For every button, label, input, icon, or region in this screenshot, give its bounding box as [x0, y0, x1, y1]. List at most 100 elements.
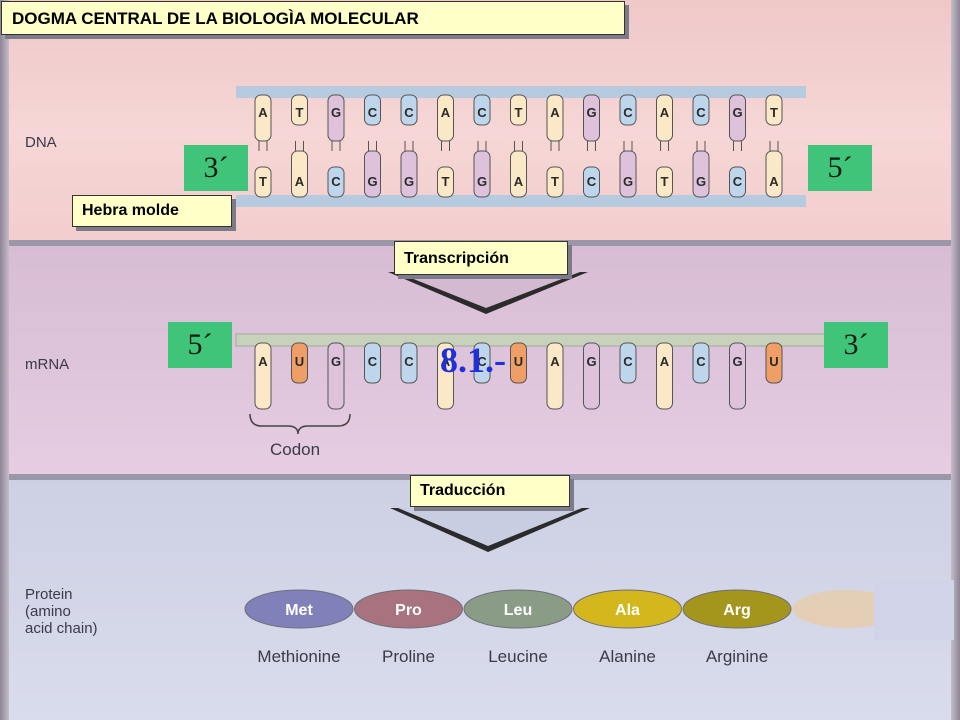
dna-bottom-base: [546, 166, 564, 198]
amino-acid-name: Proline: [382, 647, 435, 666]
dna-bottom-base: [692, 150, 710, 198]
mrna-base: [327, 342, 345, 410]
dna-bottom-base: [729, 166, 746, 198]
mrna-base: [400, 342, 418, 384]
dna-label: DNA: [25, 134, 57, 151]
amino-acid-name: Arginine: [706, 647, 768, 666]
dna-top-base-letter: T: [296, 105, 304, 120]
amino-acid-abbr: Leu: [504, 602, 532, 619]
translation-callout: Traducción: [410, 475, 570, 507]
dna-bottom-base-letter: T: [551, 174, 559, 189]
dna-bottom-base: [619, 150, 637, 198]
mrna-base-letter: G: [331, 354, 341, 369]
dna-bottom-base: [327, 166, 345, 198]
mrna-base-letter: C: [623, 354, 633, 369]
protein-label-line: acid chain): [25, 620, 98, 637]
dna-bottom-base: [583, 166, 600, 198]
translation-arrow-fill: [398, 508, 582, 546]
mrna-base-letter: C: [368, 354, 378, 369]
dna-bottom-base: [254, 166, 272, 198]
dna-top-base-letter: A: [258, 105, 268, 120]
dna-bottom-base: [437, 166, 454, 198]
right-edge: [951, 0, 960, 720]
protein-label-line: (amino: [25, 603, 71, 620]
dna-bottom-base-letter: C: [733, 174, 743, 189]
mrna-base-letter: A: [441, 354, 451, 369]
dna-top-base-letter: A: [660, 105, 670, 120]
dna-top-base-letter: C: [696, 105, 706, 120]
dna-top-base: [619, 94, 637, 126]
mrna-3-prime-label: 3´: [824, 322, 888, 368]
dna-top-base: [364, 94, 381, 126]
amino-acid-chain: MetMethionineProProlineLeuLeucineAlaAlan…: [244, 580, 954, 666]
dna-bottom-base-letter: C: [587, 174, 597, 189]
mrna-base: [729, 342, 746, 410]
amino-acid-name: Methionine: [257, 647, 340, 666]
amino-acid-abbr: Pro: [395, 602, 422, 619]
dna-bottom-base-letter: G: [404, 174, 414, 189]
dna-top-base: [692, 94, 710, 126]
dna-bottom-base-letter: A: [514, 174, 524, 189]
transcription-callout: Transcripción: [394, 241, 568, 275]
dna-bottom-base: [510, 150, 527, 198]
dna-bottom-base: [400, 150, 418, 198]
dna-top-base-letter: G: [586, 105, 596, 120]
dna-top-base: [546, 94, 564, 142]
mrna-base: [510, 342, 527, 384]
dna-top-base: [254, 94, 272, 142]
dna-top-base-letter: T: [770, 105, 778, 120]
mrna-base: [692, 342, 710, 384]
dna-top-base: [656, 94, 673, 142]
bead-fade-mask: [874, 580, 954, 640]
dna-bottom-base-letter: G: [623, 174, 633, 189]
mrna-base-letter: A: [550, 354, 560, 369]
dna-top-base: [583, 94, 600, 142]
mrna-label: mRNA: [25, 356, 70, 373]
mrna-base-letter: A: [258, 354, 268, 369]
mrna-base-letter: G: [586, 354, 596, 369]
amino-acid-bead: [244, 589, 354, 629]
amino-acid-bead: [792, 590, 901, 628]
mrna-base: [765, 342, 783, 384]
dna-top-base-letter: G: [331, 105, 341, 120]
mrna-base: [583, 342, 600, 410]
dna-top-base-letter: G: [732, 105, 742, 120]
dna-bottom-base-letter: T: [259, 174, 267, 189]
mrna-base-letter: C: [477, 354, 487, 369]
mrna-base: [619, 342, 637, 384]
dna-top-base: [510, 94, 527, 126]
mrna-base-letter: A: [660, 354, 670, 369]
dna-top-base-letter: T: [515, 105, 523, 120]
amino-acid-name: Leucine: [488, 647, 548, 666]
dna-bottom-base-letter: G: [477, 174, 487, 189]
dna-bottom-base-letter: T: [442, 174, 450, 189]
dna-top-base-letter: C: [477, 105, 487, 120]
dna-top-base: [291, 94, 308, 126]
dna-5-prime-label: 5´: [808, 145, 872, 191]
mrna-base: [364, 342, 381, 384]
amino-acid-name: Alanine: [599, 647, 656, 666]
mrna-base: [473, 342, 491, 384]
amino-acid-bead: [463, 589, 573, 629]
page-title: DOGMA CENTRAL DE LA BIOLOGÌA MOLECULAR: [1, 1, 625, 35]
dna-top-base: [729, 94, 746, 142]
dna-top-base-letter: A: [441, 105, 451, 120]
mrna-base-letter: G: [732, 354, 742, 369]
dna-bottom-base: [765, 150, 783, 198]
dna-top-base: [327, 94, 345, 142]
dna-bottom-backbone: [236, 195, 806, 207]
dna-bottom-base: [291, 150, 308, 198]
amino-acid-abbr: Ala: [615, 602, 640, 619]
mrna-5-prime-label: 5´: [168, 322, 232, 368]
mrna-base-letter: U: [295, 354, 304, 369]
mrna-base: [546, 342, 564, 410]
dna-top-base: [400, 94, 418, 126]
left-edge: [0, 0, 9, 720]
mrna-base: [254, 342, 272, 410]
mrna-base: [291, 342, 308, 384]
mrna-base-letter: C: [696, 354, 706, 369]
mrna-base: [437, 342, 454, 410]
